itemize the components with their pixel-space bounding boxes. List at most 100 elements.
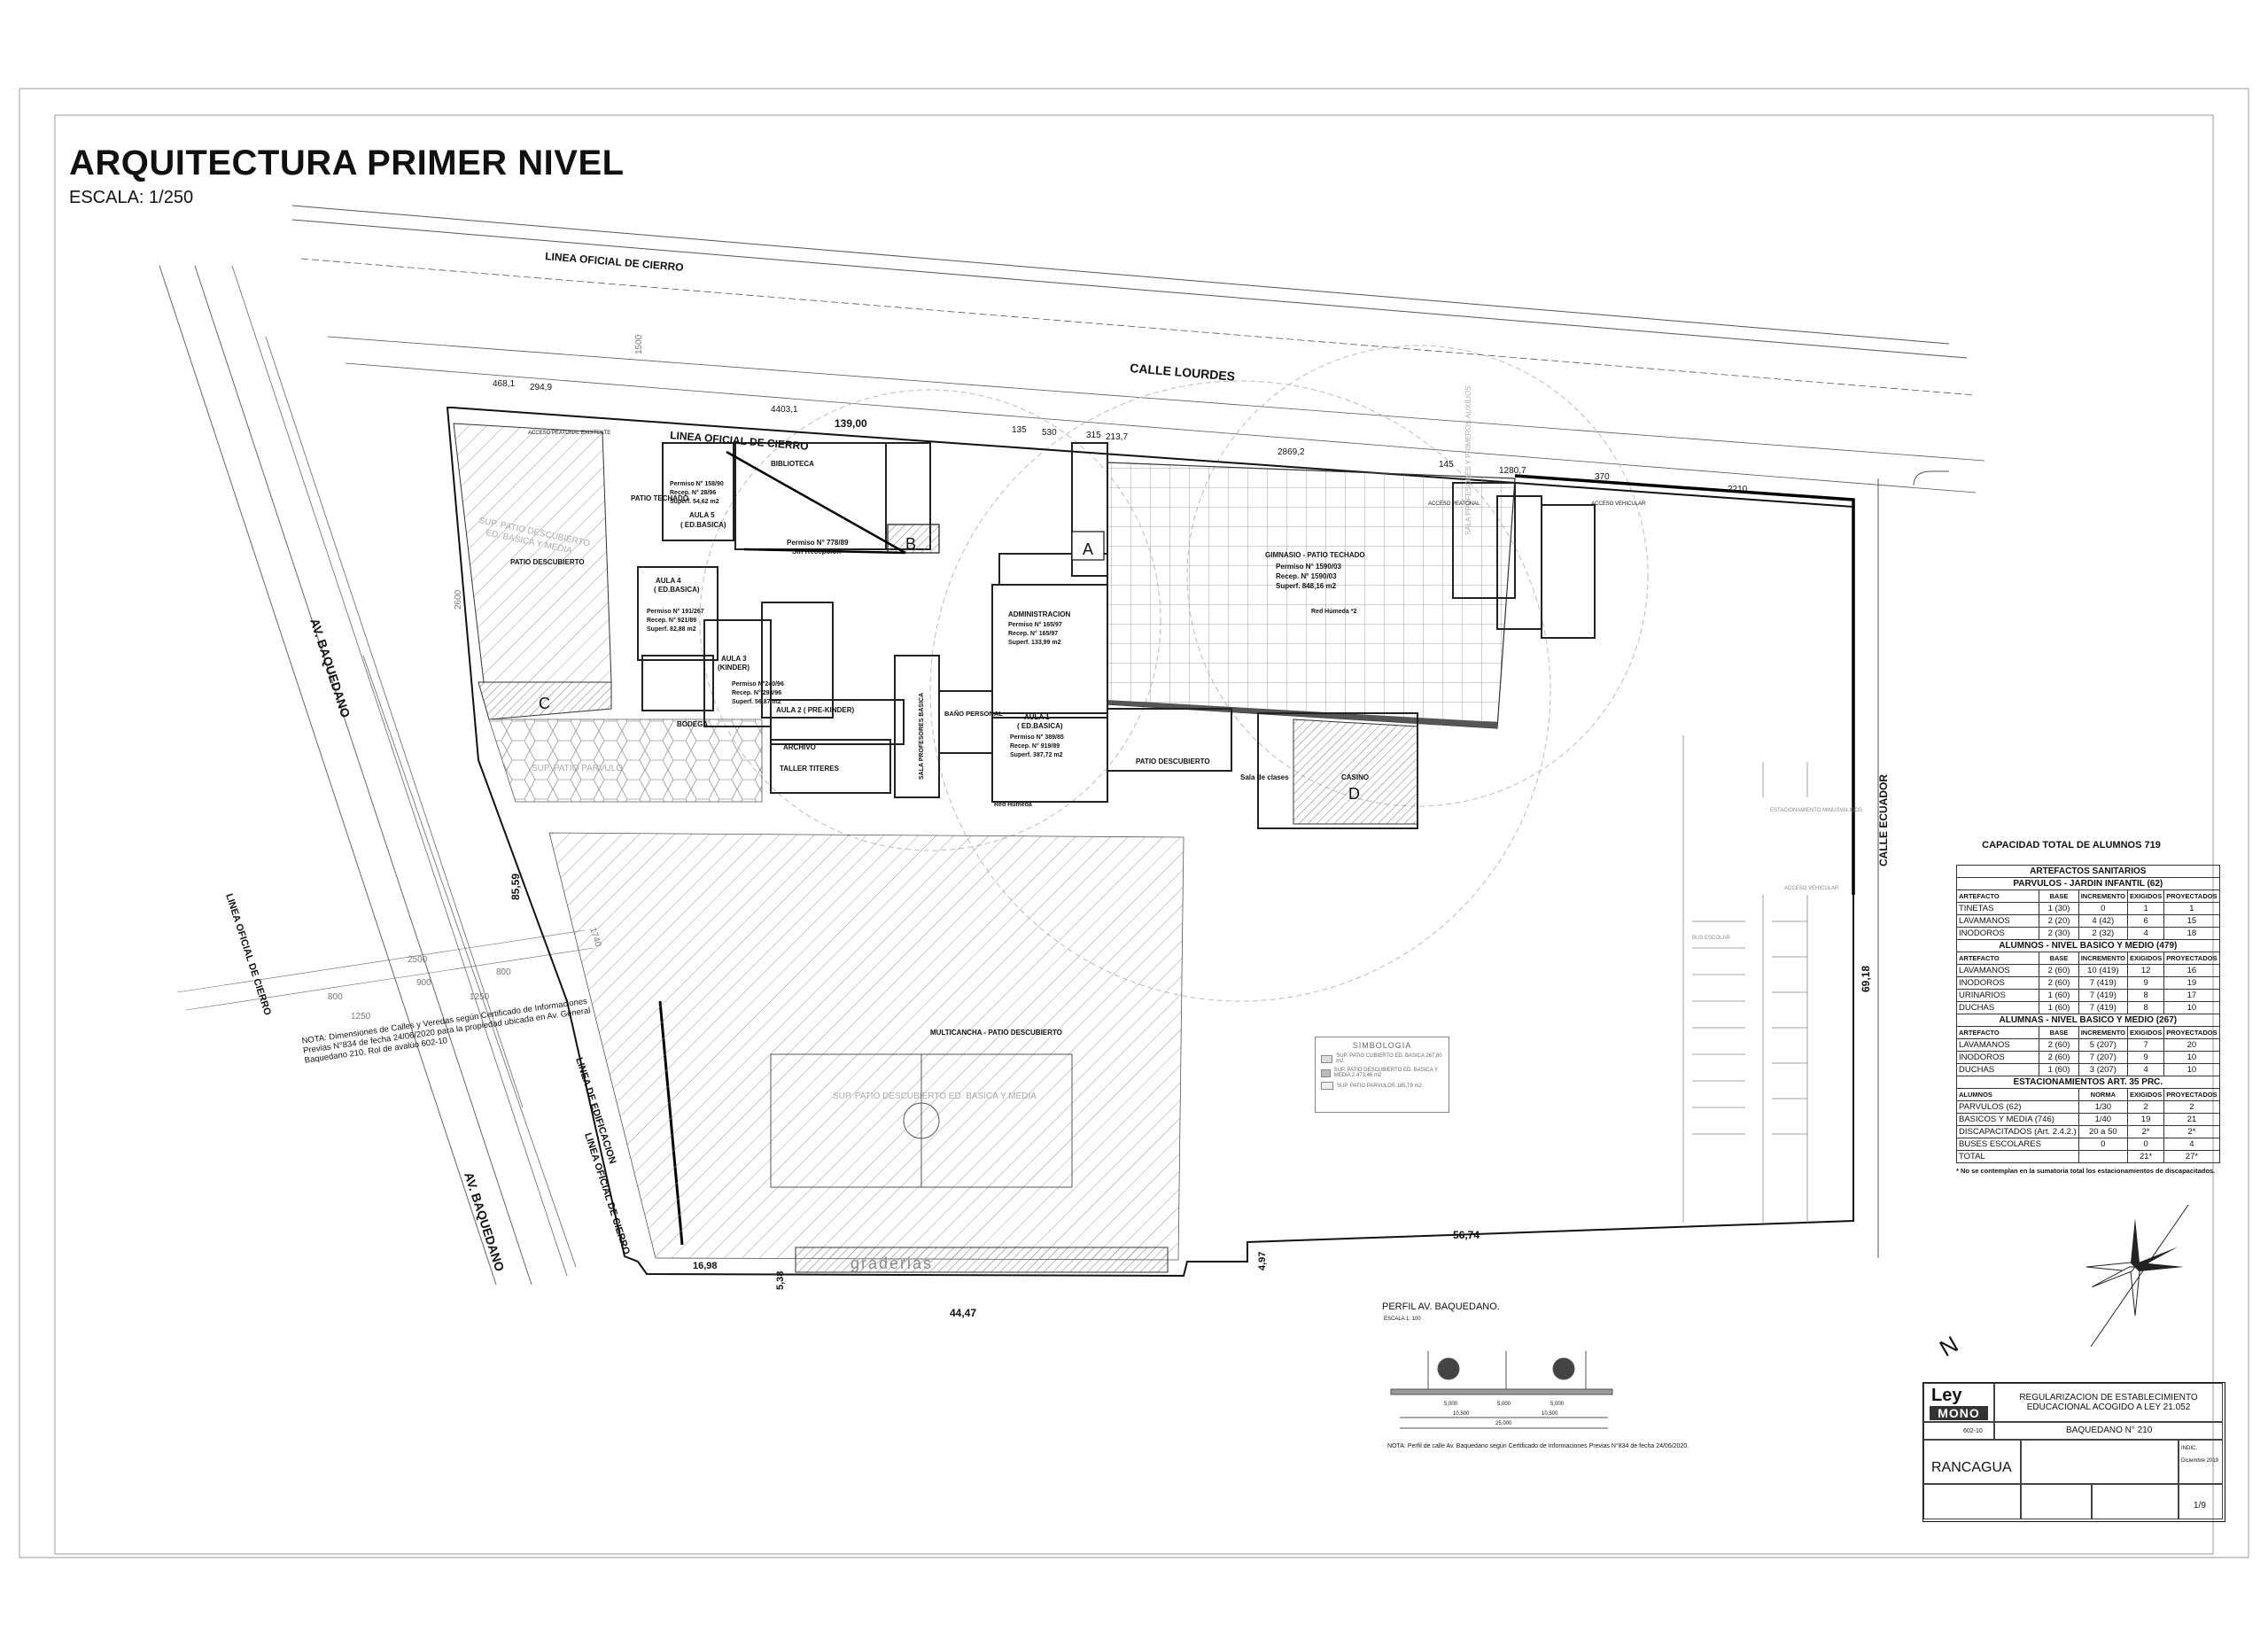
- dim-85-59: 85,59: [509, 874, 522, 900]
- perimeter-fence: [1514, 474, 1855, 895]
- table-cell: BASE: [2039, 890, 2079, 903]
- table-cell: 9: [2126, 1051, 2165, 1064]
- label-aula1-sub: ( ED.BASICA): [1017, 722, 1063, 730]
- proyecto-cell: REGULARIZACION DE ESTABLECIMIENTO EDUCAC…: [1994, 1383, 2223, 1422]
- label-aula2: AULA 2 ( PRE-KINDER): [776, 706, 854, 714]
- gim-recep: Recep. N° 1590/03: [1276, 572, 1337, 580]
- label-a: A: [1083, 540, 1093, 558]
- profile-scale: ESCALA 1: 100: [1384, 1317, 1421, 1322]
- lamina-text: 1/9: [2194, 1501, 2206, 1511]
- page-title: ARQUITECTURA PRIMER NIVEL: [69, 144, 625, 183]
- dim-294: 294,9: [530, 383, 552, 392]
- table-cell: NORMA: [2078, 1088, 2128, 1101]
- table-cell: INODOROS: [1955, 976, 2040, 990]
- direccion-cell: BAQUEDANO N° 210: [1994, 1422, 2223, 1440]
- table-cell: 1: [2126, 902, 2165, 915]
- dim-16-98: 16,98: [693, 1261, 718, 1271]
- table-cell: BASE: [2039, 952, 2079, 965]
- label-b: B: [905, 535, 916, 553]
- calle-lourdes-lines: [291, 205, 1985, 493]
- page-scale: ESCALA: 1/250: [69, 188, 194, 207]
- capacity-table: CAPACIDAD TOTAL DE ALUMNOS 719 ARTEFACTO…: [1955, 840, 2220, 1175]
- north-letter: N: [1935, 1331, 1962, 1362]
- table-cell: ARTEFACTO: [1955, 952, 2040, 965]
- table-cell: LAVAMANOS: [1955, 1038, 2040, 1052]
- table-cell: EXIGIDOS: [2126, 952, 2165, 965]
- symbology-row-2: SUP. PATIO DESCUBIERTO ED. BASICA Y MEDI…: [1333, 1068, 1438, 1078]
- table-heading: ARTEFACTOS SANITARIOS: [1956, 865, 2220, 878]
- aula1-recep: Recep. N° 919/89: [1010, 742, 1060, 750]
- aula1-permiso: Permiso N° 389/85: [1010, 734, 1064, 741]
- table-cell: DUCHAS: [1955, 1001, 2040, 1014]
- label-estac-minusvalidos: ESTACIONAMIENTO MINUSVALIDOS: [1770, 808, 1862, 813]
- rol-text: 602-10: [1963, 1428, 1983, 1434]
- dim-370: 370: [1595, 472, 1610, 482]
- aula4-permiso: Permiso N° 191/267: [647, 608, 704, 615]
- profile-d3: 5,000: [1550, 1402, 1565, 1407]
- table-cell: EXIGIDOS: [2126, 890, 2165, 903]
- dim-1250b: 1250: [470, 992, 490, 1002]
- table-cell: 4: [2126, 1063, 2165, 1076]
- symbology-row-1: SUP. PATIO CUBIERTO ED. BASICA 267,80 m2: [1336, 1053, 1442, 1064]
- logo-cell: Ley MONO: [1923, 1383, 1994, 1422]
- fecha-cell: INDIC. Diciembre 2019: [2179, 1440, 2223, 1484]
- gim-permiso: Permiso N° 1590/03: [1276, 563, 1341, 571]
- admin-recep: Recep. N° 165/97: [1008, 630, 1058, 637]
- table-cell: 1/40: [2078, 1113, 2128, 1126]
- casino-area: [1293, 719, 1418, 825]
- table-heading: ALUMNAS - NIVEL BASICO Y MEDIO (267): [1956, 1014, 2220, 1027]
- table-cell: 4: [2126, 927, 2165, 940]
- dim-213: 213,7: [1106, 432, 1128, 442]
- rol-cell: 602-10: [1923, 1422, 1994, 1440]
- logo-text-1: Ley: [1931, 1386, 1962, 1405]
- table-cell: BUSES ESCOLARES: [1956, 1138, 2079, 1151]
- symbology-legend: SIMBOLOGIA SUP. PATIO CUBIERTO ED. BASIC…: [1315, 1037, 1449, 1113]
- label-aula5: AULA 5: [689, 511, 715, 519]
- label-sala-clases: Sala de clases: [1240, 773, 1289, 781]
- dim-2500: 2500: [408, 955, 428, 965]
- label-linea-cierro-left: LINEA OFICIAL DE CIERRO: [223, 892, 273, 1017]
- label-taller: TALLER TITERES: [780, 765, 840, 773]
- label-aula3: AULA 3: [721, 655, 747, 663]
- dim-468: 468,1: [493, 379, 515, 389]
- graderias: [795, 1247, 1169, 1273]
- table-cell: 10: [2163, 1051, 2220, 1064]
- table-cell: 27*: [2163, 1150, 2220, 1163]
- table-cell: 2 (30): [2039, 927, 2079, 940]
- label-aula4-sub: ( ED.BASICA): [654, 586, 700, 594]
- aula1-superf: Superf. 387,72 m2: [1010, 752, 1063, 758]
- aula3-superf: Superf. 56,87 m2: [732, 699, 781, 705]
- label-sala-profesores: SALA PROFESORES Y PRIMEROS AUXILIOS: [1464, 385, 1472, 535]
- property-boundary: [446, 407, 1854, 1278]
- label-bus-escolar: BUS ESCOLAR: [1692, 936, 1730, 941]
- table-cell: 6: [2126, 914, 2165, 928]
- table-cell: 2*: [2126, 1125, 2165, 1138]
- table-cell: LAVAMANOS: [1955, 964, 2040, 977]
- table-cell: 2 (60): [2039, 1051, 2079, 1064]
- label-av-baquedano-right: AV. BAQUEDANO: [462, 1170, 507, 1273]
- label-sala-prof-basica: SALA PROFESORES BASICA: [919, 693, 925, 780]
- table-cell: PROYECTADOS: [2163, 890, 2220, 903]
- table-cell: 10: [2163, 1063, 2220, 1076]
- label-c: C: [539, 695, 550, 712]
- escala-text: INDIC.: [2181, 1446, 2197, 1451]
- label-bano-personal: BAÑO PERSONAL: [944, 710, 1003, 718]
- table-cell: 21: [2163, 1113, 2220, 1126]
- table-cell: 21*: [2126, 1150, 2165, 1163]
- building-walls: [637, 442, 1596, 829]
- label-aula5-sub: ( ED.BASICA): [680, 521, 726, 529]
- profile-d2: 5,000: [1497, 1402, 1511, 1407]
- table-cell: 7 (207): [2078, 1051, 2128, 1064]
- table-cell: URINARIOS: [1955, 989, 2040, 1002]
- profile-d5: 10,500: [1542, 1411, 1558, 1417]
- table-cell: BASE: [2039, 1026, 2079, 1039]
- table-cell: 4 (42): [2078, 914, 2128, 928]
- table-cell: INODOROS: [1955, 927, 2040, 940]
